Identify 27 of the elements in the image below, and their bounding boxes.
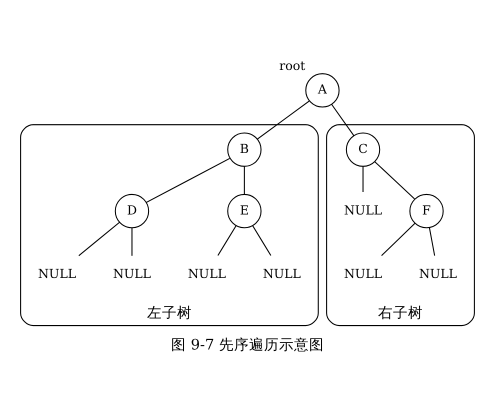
connector — [257, 100, 310, 140]
connector — [131, 228, 132, 256]
node-circle: A — [305, 73, 340, 108]
node-text: NULL — [112, 266, 151, 281]
connector — [78, 222, 120, 256]
node-circle: C — [346, 132, 380, 167]
connector — [331, 104, 354, 136]
node-text: NULL — [344, 202, 382, 218]
node-text: NULL — [418, 266, 457, 281]
caption: 图 9-7 先序遍历示意图 — [171, 336, 324, 354]
node-text: NULL — [344, 266, 382, 281]
connector — [362, 166, 364, 192]
node-label: root — [279, 58, 306, 74]
node-text: NULL — [188, 266, 226, 281]
node-circle: E — [227, 194, 262, 228]
connector — [244, 166, 245, 194]
connector — [217, 225, 236, 256]
connector — [252, 225, 272, 256]
connector — [146, 158, 230, 203]
node-text: NULL — [262, 266, 301, 281]
connector — [428, 228, 436, 256]
node-text: NULL — [38, 266, 76, 281]
connector — [381, 223, 416, 256]
node-circle: D — [114, 194, 150, 228]
connector — [374, 161, 415, 200]
node-circle: F — [409, 194, 444, 228]
node-circle: B — [227, 132, 262, 167]
